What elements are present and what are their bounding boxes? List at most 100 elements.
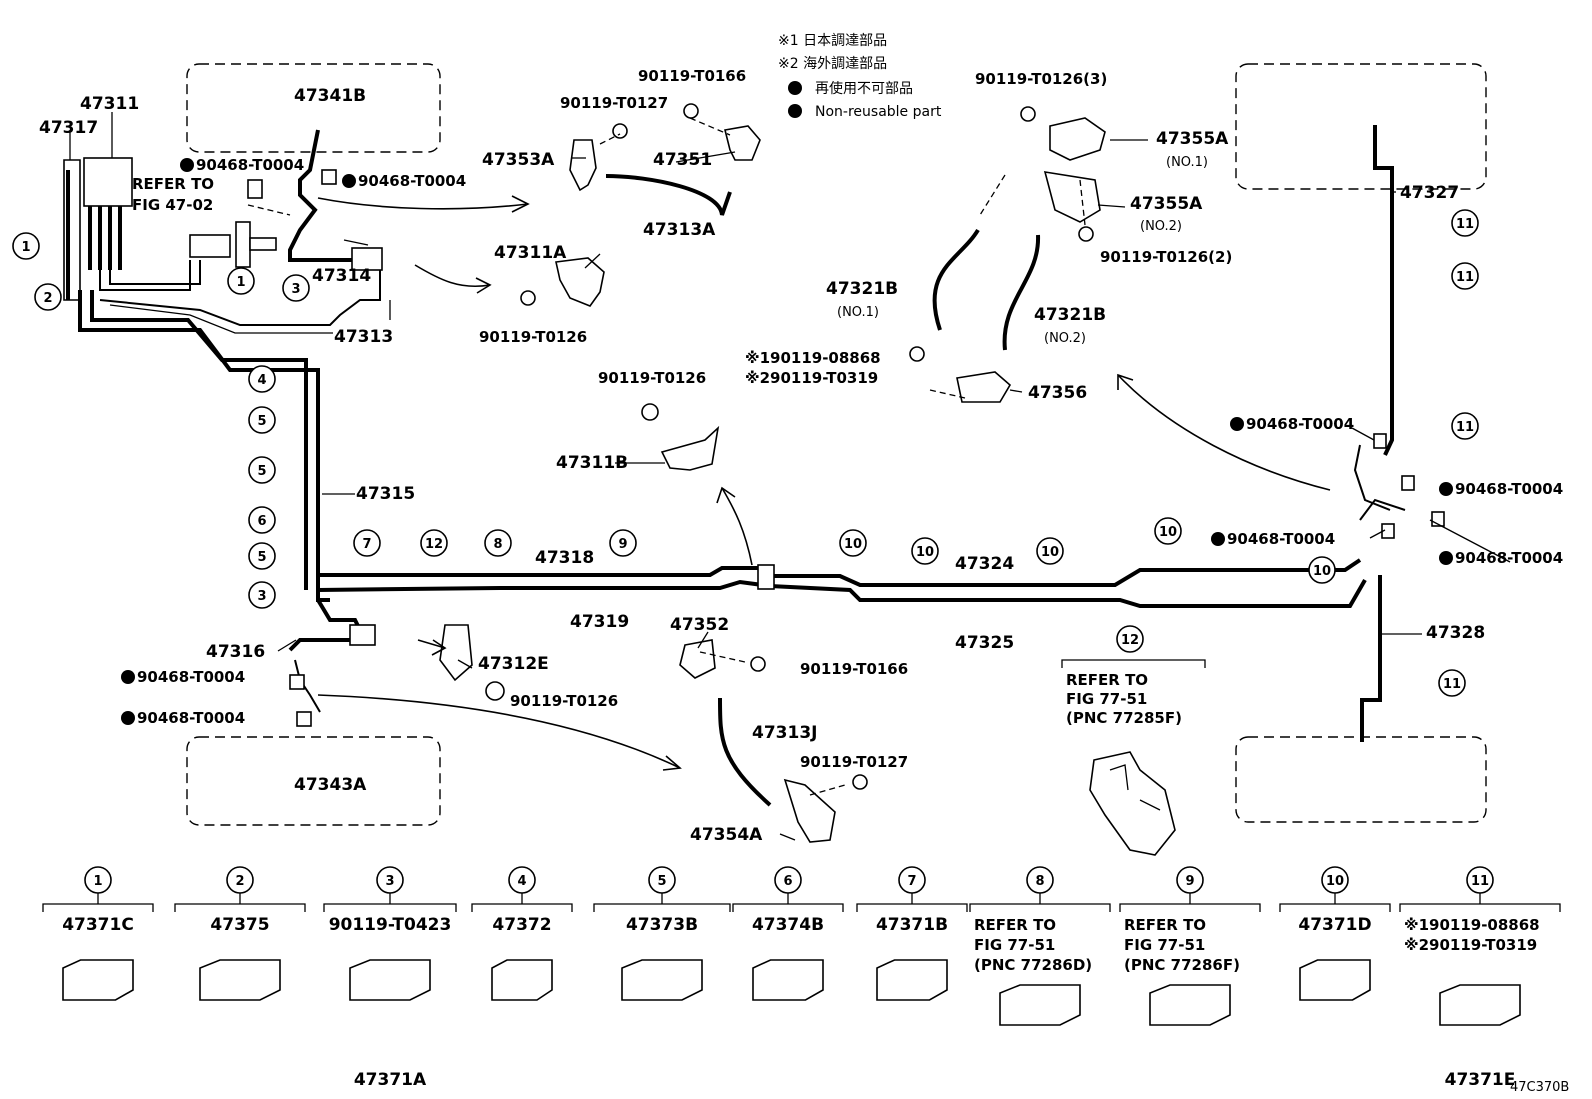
svg-text:11: 11	[1443, 677, 1461, 692]
label-90468-g: 90468-T0004	[1227, 530, 1335, 548]
label-leaders	[69, 112, 1511, 841]
label-no1-b: (NO.1)	[837, 305, 879, 320]
clamp-ref-part-shape	[199, 959, 281, 1001]
svg-text:3: 3	[257, 589, 266, 604]
clamp-ref-part-shape	[621, 959, 703, 1001]
non-reusable-dot-icon	[121, 670, 135, 684]
svg-text:9: 9	[618, 537, 627, 552]
label-no1-a: (NO.1)	[1166, 155, 1208, 170]
clamp-ref-number: 4	[517, 874, 526, 889]
legend-non-reusable-en: Non-reusable part	[815, 104, 942, 120]
bracket-12	[1061, 659, 1206, 668]
label-47314: 47314	[312, 266, 371, 286]
label-47321B-no1: 47321B	[826, 279, 898, 299]
clamp-ref-number: 2	[235, 874, 244, 889]
label-90468-d: 90468-T0004	[137, 709, 245, 727]
legend-overseas-sourced: ※2 海外調達部品	[778, 56, 887, 72]
clamp-callout-5c: 5	[248, 542, 276, 570]
svg-text:6: 6	[257, 514, 266, 529]
label-90468-f: 90468-T0004	[1455, 480, 1563, 498]
clamp-ref-number: 3	[385, 874, 394, 889]
label-90468-e: 90468-T0004	[1246, 415, 1354, 433]
label-90468-c: 90468-T0004	[137, 668, 245, 686]
label-90468-h: 90468-T0004	[1455, 549, 1563, 567]
clamp-reference-row: 147371C247375390119-T042347371A447372547…	[42, 866, 1561, 1090]
label-90468-a: 90468-T0004	[196, 156, 304, 174]
svg-text:5: 5	[257, 464, 266, 479]
label-47352: 47352	[670, 615, 729, 635]
clamp-ref-bracket	[969, 893, 1111, 912]
clamp-callout-5b: 5	[248, 456, 276, 484]
diagram-code: 47C370B	[1510, 1080, 1569, 1095]
svg-text:10: 10	[1159, 525, 1177, 540]
label-47315: 47315	[356, 484, 415, 504]
label-90119-T0166-a: 90119-T0166	[638, 67, 746, 85]
svg-text:10: 10	[1313, 564, 1331, 579]
svg-text:2: 2	[43, 291, 52, 306]
clamp-callout-11b: 11	[1451, 262, 1479, 290]
clamp-ref-part-shape	[62, 959, 134, 1001]
clamp-ref-bracket	[856, 893, 968, 912]
clamp-callout-4: 4	[248, 365, 276, 393]
svg-text:4: 4	[257, 373, 266, 388]
brake-pipes	[66, 125, 1406, 807]
non-reusable-dot-icon	[788, 81, 802, 95]
clamp-ref-part-shape	[1299, 959, 1371, 1001]
non-reusable-dot-icon	[180, 158, 194, 172]
label-90119-T0166-b: 90119-T0166	[800, 660, 908, 678]
dashed-leaders	[247, 117, 1086, 796]
clamp-ref-label: FIG 77-51	[974, 936, 1055, 954]
clamp-ref-label: 47375	[210, 915, 269, 935]
svg-text:11: 11	[1456, 270, 1474, 285]
clamp-ref-part-shape	[1149, 984, 1231, 1026]
clamp-ref-bracket	[323, 893, 457, 912]
svg-text:12: 12	[425, 537, 443, 552]
label-90119-08868: ※190119-08868	[745, 349, 881, 367]
clamp-callout-10c: 10	[1036, 537, 1064, 565]
label-47313J: 47313J	[752, 723, 817, 743]
clamp-ref-bracket	[174, 893, 306, 912]
label-90119-T0319: ※290119-T0319	[745, 369, 878, 387]
label-47318: 47318	[535, 548, 594, 568]
svg-text:5: 5	[257, 550, 266, 565]
label-47356: 47356	[1028, 383, 1087, 403]
clamp-ref-label: REFER TO	[974, 916, 1056, 934]
rear-box-upper	[1235, 63, 1487, 190]
clamp-ref-bracket	[1279, 893, 1391, 912]
clamp-ref-label: 47374B	[752, 915, 824, 935]
svg-text:12: 12	[1121, 633, 1139, 648]
svg-text:7: 7	[362, 537, 371, 552]
label-90119-T0126-3: 90119-T0126(3)	[975, 70, 1107, 88]
clamp-ref-part-number: 47371E	[1445, 1070, 1516, 1090]
clamp-ref-number: 7	[907, 874, 916, 889]
clamp-ref-part-shape	[999, 984, 1081, 1026]
label-47311B: 47311B	[556, 453, 628, 473]
non-reusable-dot-icon	[1439, 482, 1453, 496]
clamp-callout-11c: 11	[1451, 412, 1479, 440]
label-47311: 47311	[80, 94, 139, 114]
label-47353A: 47353A	[482, 150, 555, 170]
part-labels: 47311 47317 47341B 90468-T0004 90468-T00…	[39, 67, 1569, 1095]
clamp-ref-part-shape	[349, 959, 431, 1001]
clamp-ref-bracket	[732, 893, 844, 912]
clamp-ref-label: 47373B	[626, 915, 698, 935]
label-47343A: 47343A	[294, 775, 367, 795]
label-refer12-b: FIG 77-51	[1066, 690, 1147, 708]
label-refer-to: REFER TO	[132, 175, 214, 193]
label-90119-T0126-b: 90119-T0126	[598, 369, 706, 387]
front-hose-box-upper	[186, 63, 441, 153]
svg-text:10: 10	[1041, 545, 1059, 560]
label-refer12-a: REFER TO	[1066, 671, 1148, 689]
label-47325: 47325	[955, 633, 1014, 653]
label-90468-b: 90468-T0004	[358, 172, 466, 190]
label-47341B: 47341B	[294, 86, 366, 106]
clamp-ref-label: 47371B	[876, 915, 948, 935]
label-47312E: 47312E	[478, 654, 549, 674]
clamp-callout-12a: 12	[420, 529, 448, 557]
legend: ※1 日本調達部品 ※2 海外調達部品 再使用不可部品 Non-reusable…	[778, 33, 942, 120]
